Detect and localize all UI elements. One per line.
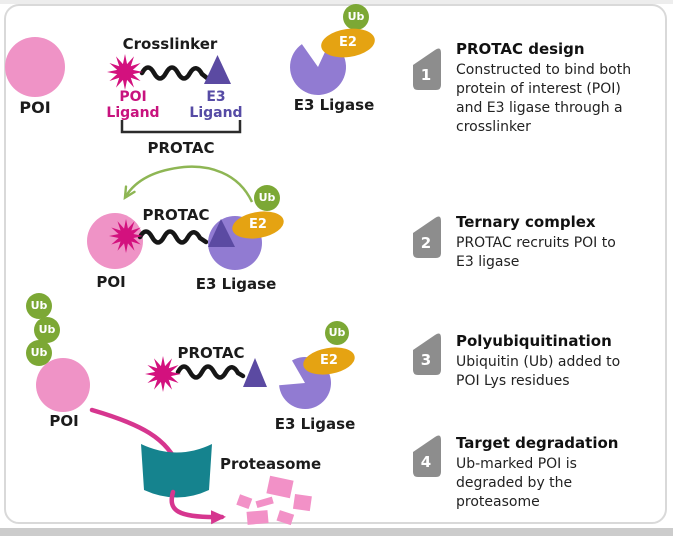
recruitment-arrow [123,165,254,203]
degraded-fragments [236,475,312,526]
step-4-title: Target degradation [456,434,619,452]
poi-ligand-star [107,54,143,90]
e3-ligand-label: E3 Ligand [189,89,243,121]
ub-circle [26,293,52,319]
ub-circle [343,4,369,30]
poi-protein-bottom [36,358,90,412]
poi-protein-top [5,37,65,97]
ub-label-chain-3: Ub [30,346,48,359]
e3-ligase-label-top: E3 Ligase [293,96,375,114]
step-1-description: Constructed to bind both protein of inte… [456,62,632,135]
protac-label-mid: PROTAC [142,206,210,224]
proteasome-cylinder [141,444,212,498]
crosslinker-squiggle [139,65,210,81]
e3-ligand-triangle [243,358,267,387]
step-3-block: Polyubiquitination Ubiquitin (Ub) added … [456,332,668,391]
proteasome-label: Proteasome [220,455,322,473]
e2-label-mid: E2 [249,217,267,232]
step-2-description: PROTAC recruits POI to E3 ligase [456,235,616,270]
e3-ligand-triangle [208,219,235,247]
released-protac-and-e3 [145,321,355,410]
e2-enzyme [303,347,355,375]
ub-label-chain-1: Ub [30,299,48,312]
step-4-block: Target degradation Ub-marked POI is degr… [456,434,668,512]
step-3-description: Ubiquitin (Ub) added to POI Lys residues [456,354,621,389]
ub-circle [325,321,349,345]
bottom-edge-strip [0,528,673,536]
step-2-block: Ternary complex PROTAC recruits POI to E… [456,213,668,272]
poi-ligand-label: POI Ligand [106,89,160,121]
degradation-arrow-out [169,489,226,525]
step-4-number: 4 [420,453,432,471]
top-edge-strip [0,0,673,4]
protac-label-top: PROTAC [147,139,215,157]
e2-label-top: E2 [339,35,357,50]
ub-label-bottom: Ub [328,326,346,339]
polyubiquitinated-poi [26,293,90,412]
e2-enzyme [321,28,375,58]
e3-ligase-complex-top [290,4,375,95]
protac-molecule-top [107,54,242,134]
ub-label-top: Ub [347,10,365,23]
ub-circle [34,317,60,343]
ub-circle [26,340,52,366]
e2-enzyme [232,211,284,239]
ub-label-mid: Ub [258,191,276,204]
poi-label-mid: POI [96,273,126,291]
ub-circle [254,185,280,211]
step-1-title: PROTAC design [456,40,585,58]
ternary-complex [87,165,284,270]
e2-label-bottom: E2 [320,353,338,368]
step-3-title: Polyubiquitination [456,332,612,350]
e3-ligand-triangle [204,55,231,84]
poi-label-top: POI [19,98,51,117]
poi-label-bottom: POI [49,412,79,430]
step-3-number: 3 [420,351,432,369]
e3-ligase-label-mid: E3 Ligase [195,275,277,293]
poi-protein-mid [87,213,143,269]
protac-label-bottom: PROTAC [177,344,245,362]
ub-label-chain-2: Ub [38,323,56,336]
step-2-title: Ternary complex [456,213,596,231]
step-1-block: PROTAC design Constructed to bind both p… [456,40,668,137]
step-4-description: Ub-marked POI is degraded by the proteas… [456,456,577,510]
e3-ligase-label-bottom: E3 Ligase [274,415,356,433]
crosslinker-label: Crosslinker [122,35,218,53]
step-1-number: 1 [420,66,432,84]
protac-bracket [120,120,242,134]
degradation-pathway [89,407,312,526]
step-2-number: 2 [420,234,432,252]
crosslinker-squiggle [137,229,209,245]
crosslinker-squiggle [175,364,246,380]
